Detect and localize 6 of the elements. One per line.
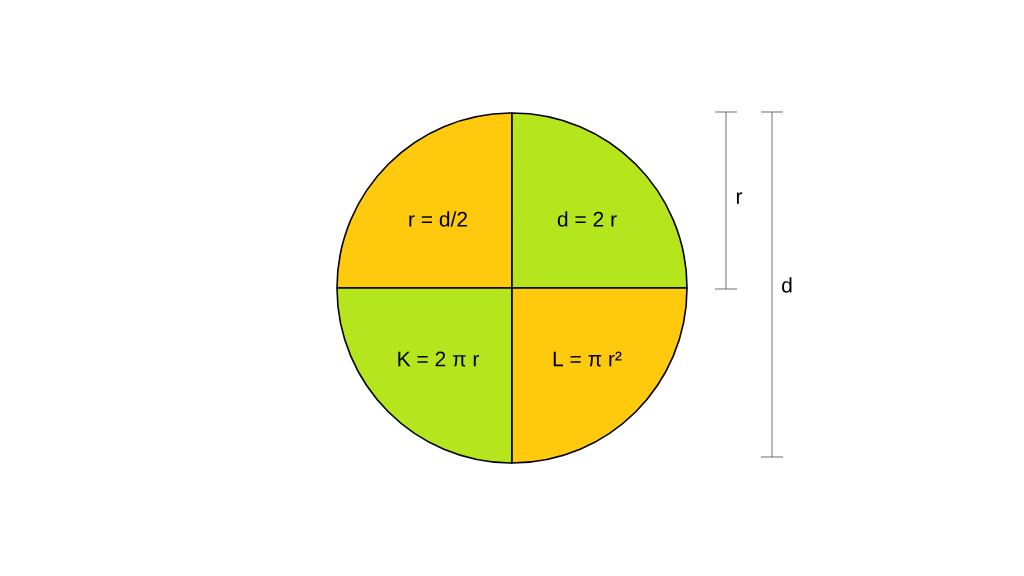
quadrant-sector: d = 2 r [511, 112, 688, 289]
dimension-label: r [736, 192, 743, 204]
quadrant-sector: K = 2 π r [336, 287, 513, 464]
dimension-label: d [782, 277, 792, 293]
quadrant-sector: L = π r² [511, 287, 688, 464]
quadrant-sector: r = d/2 [336, 112, 513, 289]
